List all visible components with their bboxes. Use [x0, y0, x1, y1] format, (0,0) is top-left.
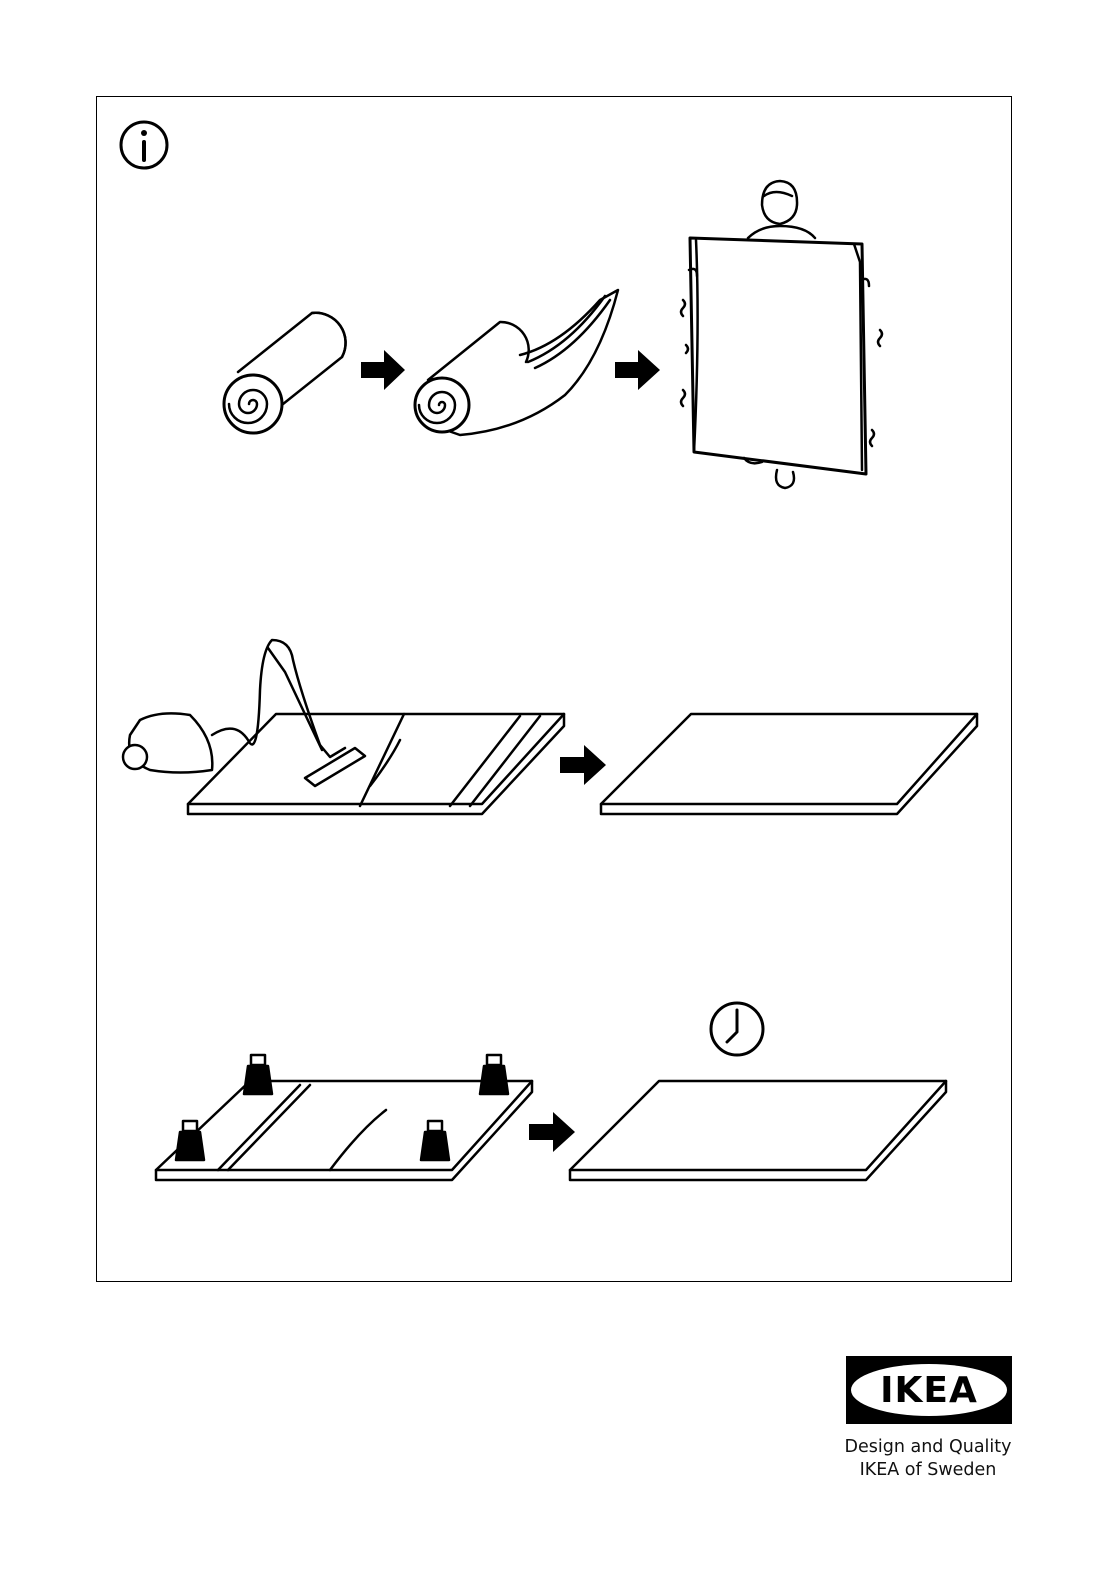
weighted-rug-illustration [156, 1055, 532, 1180]
info-circle-icon [121, 122, 167, 168]
flat-rug-illustration [601, 714, 977, 814]
right-arrow-icon [529, 1112, 575, 1152]
clock-icon [711, 1003, 763, 1055]
person-holding-rug-illustration [681, 181, 882, 488]
logo-text: IKEA [880, 1370, 978, 1411]
flat-rug-illustration [570, 1081, 946, 1180]
tagline-line2: IKEA of Sweden [820, 1459, 1036, 1482]
weight-icon [244, 1055, 272, 1094]
tagline-line1: Design and Quality [820, 1436, 1036, 1459]
tagline: Design and Quality IKEA of Sweden [820, 1436, 1036, 1482]
rolled-rug-illustration [224, 313, 346, 433]
right-arrow-icon [560, 745, 606, 785]
ikea-logo: IKEA [846, 1356, 1012, 1424]
vacuum-rug-illustration [123, 640, 564, 814]
right-arrow-icon [361, 350, 405, 390]
right-arrow-icon [615, 350, 660, 390]
weight-icon [480, 1055, 508, 1094]
unrolling-rug-illustration [415, 290, 618, 435]
